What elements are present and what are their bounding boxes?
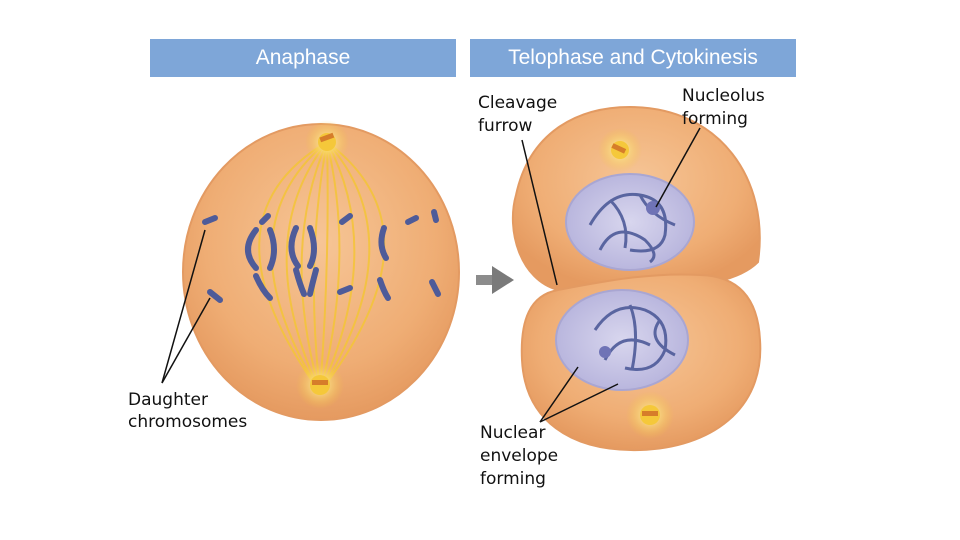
cleavage-furrow-label: Cleavage furrow [478,93,558,136]
leader-envelope-1 [539,366,579,423]
upper-centrosome [305,120,349,164]
chromosomes [202,209,441,303]
daughter-chromosomes-label: Daughter chromosomes [128,390,248,432]
leader-envelope-2 [539,383,619,423]
telophase-header: Telophase and Cytokinesis [470,39,796,77]
leader-daughter-2 [161,297,211,384]
lower-centrosome [296,361,344,409]
lower-nucleolus [599,346,611,358]
leader-nucleolus [655,127,701,208]
telophase-cell [512,105,762,452]
leader-lines [161,127,701,423]
nuclear-envelope-forming-label: Nuclear envelope forming [480,423,559,489]
anaphase-header: Anaphase [150,39,456,77]
nucleolus-forming-label: Nucleolus forming [682,86,765,129]
upper-nucleolus [646,201,660,215]
lower-nucleus [555,289,689,391]
telophase-lower-centrosome [626,391,674,439]
upper-nucleus [565,173,695,271]
anaphase-cell [182,120,460,421]
leader-daughter-1 [161,229,206,384]
telophase-upper-centrosome [598,128,642,172]
leader-cleavage [521,139,558,286]
right-arrow-icon [476,266,514,294]
